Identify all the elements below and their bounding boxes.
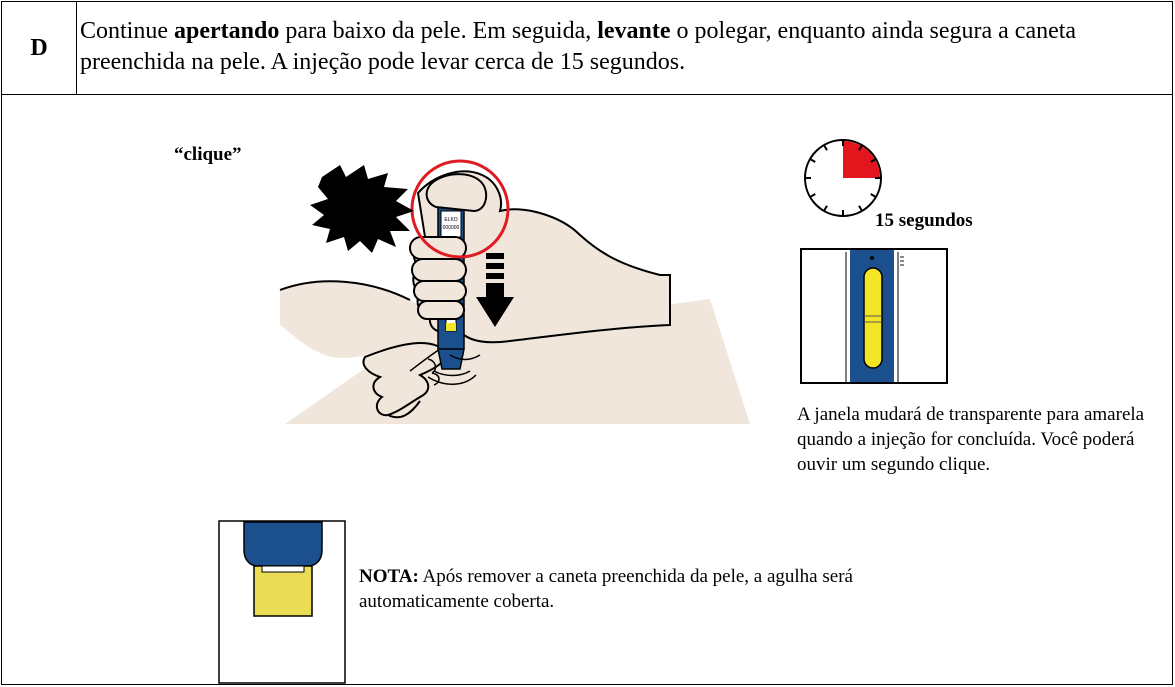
- timer-tick: [858, 144, 863, 151]
- timer-label: 15 segundos: [875, 210, 973, 231]
- forearm-shape: [280, 281, 439, 358]
- timer-tick: [823, 144, 828, 151]
- note-body: Após remover a caneta preenchida da pele…: [359, 566, 853, 612]
- click-burst: [310, 165, 414, 253]
- step-header-row: D Continue apertando para baixo da pele.…: [2, 2, 1172, 95]
- step-instruction: Continue apertando para baixo da pele. E…: [80, 16, 1160, 78]
- timer-tick: [823, 205, 828, 212]
- thumb: [425, 173, 488, 213]
- timer-tick: [858, 205, 863, 212]
- thumb-highlight-circle: [410, 159, 510, 259]
- pen-window-view: [800, 248, 948, 384]
- window-change-note: A janela mudará de transparente para ama…: [797, 404, 1145, 475]
- wrapping-fingers: [409, 236, 467, 320]
- timer-tick: [870, 193, 877, 198]
- note-label: NOTA:: [359, 566, 419, 587]
- timer-elapsed-wedge: [843, 141, 880, 178]
- pen-label-line-2: 000000: [443, 225, 460, 231]
- timer-tick: [870, 158, 877, 163]
- timer-tick: [809, 193, 816, 198]
- timer-clock-icon: [804, 139, 882, 217]
- instruction-text-1: Continue: [80, 18, 174, 44]
- instruction-bold-press: apertando: [174, 18, 280, 44]
- pen-label-line-1: ELKO: [444, 217, 457, 223]
- down-arrow-icon: [476, 253, 514, 327]
- step-letter-cell: D: [2, 2, 77, 94]
- needle-cover-view: [218, 520, 346, 684]
- instruction-text-3: o polegar, enquanto ainda segura a canet…: [80, 18, 1077, 75]
- instruction-bold-lift: levante: [597, 18, 671, 44]
- timer-tick: [809, 158, 816, 163]
- note-text: NOTA: Após remover a caneta preenchida d…: [359, 564, 879, 614]
- injection-illustration: ELKO 000000: [279, 159, 750, 424]
- step-letter: D: [30, 34, 48, 61]
- instruction-text-2: para baixo da pele. Em seguida,: [279, 18, 598, 44]
- click-label: “clique”: [174, 144, 242, 165]
